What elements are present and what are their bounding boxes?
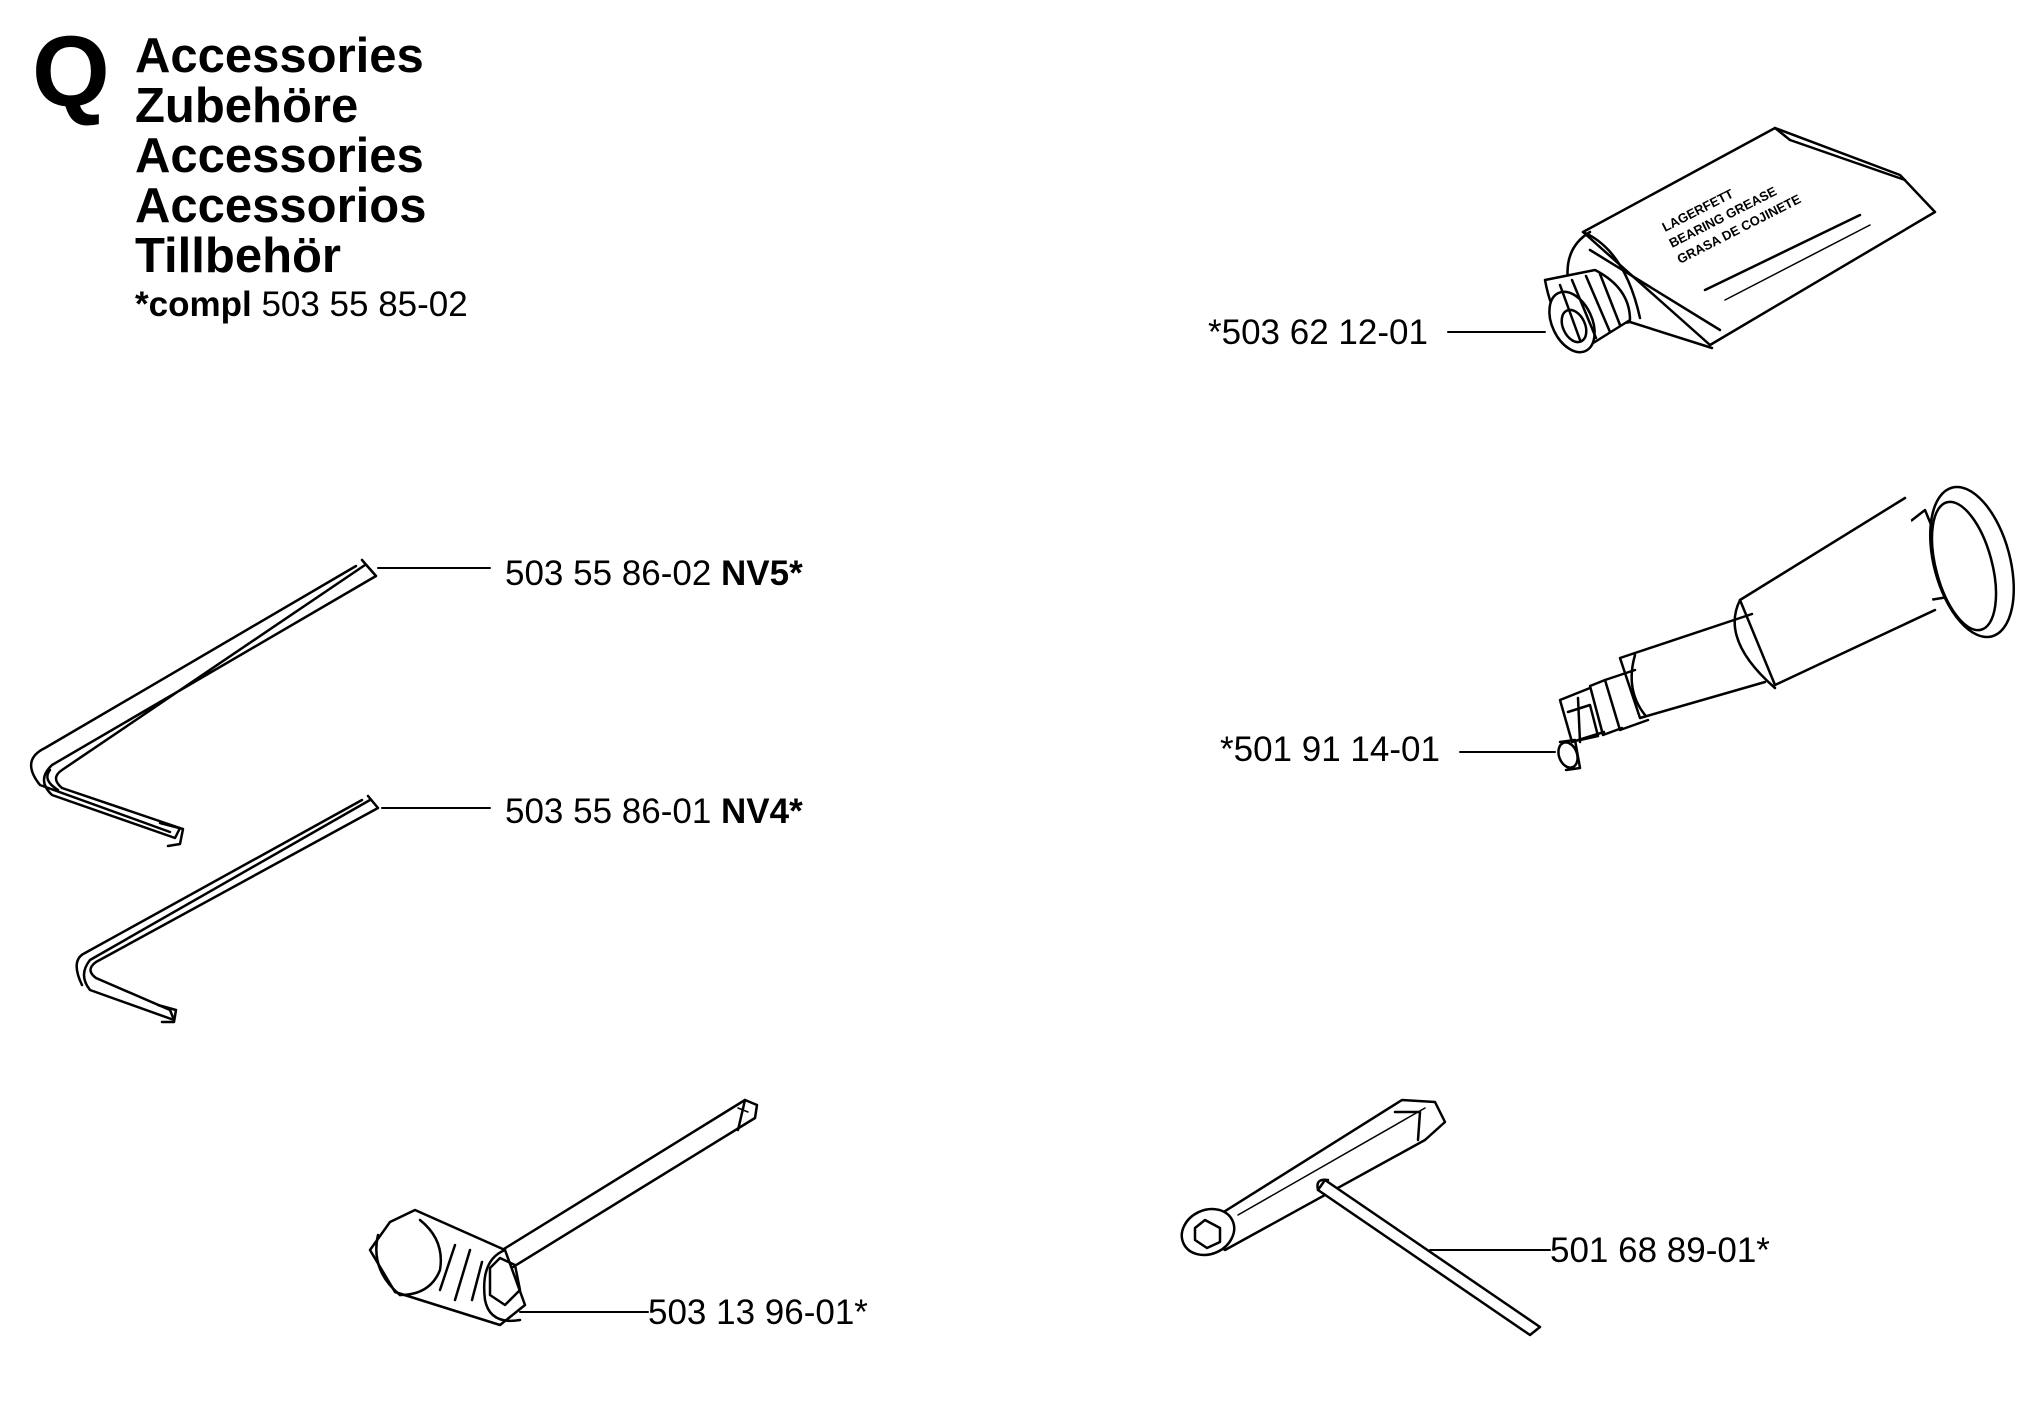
t-wrench-illustration — [1180, 1098, 1542, 1337]
section-letter: Q — [32, 16, 110, 128]
part-number: 501 68 89-01 — [1550, 1231, 1757, 1270]
compl-label: *compl — [135, 285, 252, 324]
part-callout-hex-key-large: 503 55 86-02 NV5* — [505, 556, 803, 591]
part-number: 503 55 86-02 — [505, 554, 712, 593]
title-german: Zubehöre — [135, 79, 359, 133]
part-callout-grease-tube: *503 62 12-01 — [1208, 315, 1428, 350]
part-callout-t-wrench: 501 68 89-01* — [1550, 1233, 1770, 1268]
title-swedish: Tillbehör — [135, 229, 342, 283]
complete-kit-number: *compl 503 55 85-02 — [135, 285, 468, 325]
part-prefix: * — [1220, 730, 1234, 769]
combination-wrench-illustration — [368, 1098, 759, 1327]
part-number: 503 13 96-01 — [648, 1293, 855, 1332]
part-suffix: * — [854, 1293, 868, 1332]
part-suffix: * — [1756, 1231, 1770, 1270]
part-callout-stepped-tool: *501 91 14-01 — [1220, 732, 1440, 767]
part-prefix: * — [1208, 313, 1222, 352]
title-english: Accessories — [135, 29, 424, 83]
title-spanish: Accessorios — [135, 179, 427, 233]
part-callout-combination-wrench: 503 13 96-01* — [648, 1295, 868, 1330]
part-code: NV4* — [721, 792, 803, 831]
leader-lines — [377, 331, 1556, 1313]
part-number: 503 55 86-01 — [505, 792, 712, 831]
part-code: NV5* — [721, 554, 803, 593]
hex-key-small-illustration — [75, 794, 380, 1024]
part-number: 501 91 14-01 — [1233, 730, 1440, 769]
part-callout-hex-key-small: 503 55 86-01 NV4* — [505, 794, 803, 829]
part-number: 503 62 12-01 — [1221, 313, 1428, 352]
compl-number: 503 55 85-02 — [261, 285, 468, 324]
hex-key-large-illustration — [30, 558, 378, 848]
grease-tube-illustration: LAGERFETT BEARING GREASE GRASA DE COJINE… — [1543, 126, 1937, 354]
stepped-tool-illustration — [1557, 485, 2016, 772]
title-french: Accessories — [135, 129, 424, 183]
